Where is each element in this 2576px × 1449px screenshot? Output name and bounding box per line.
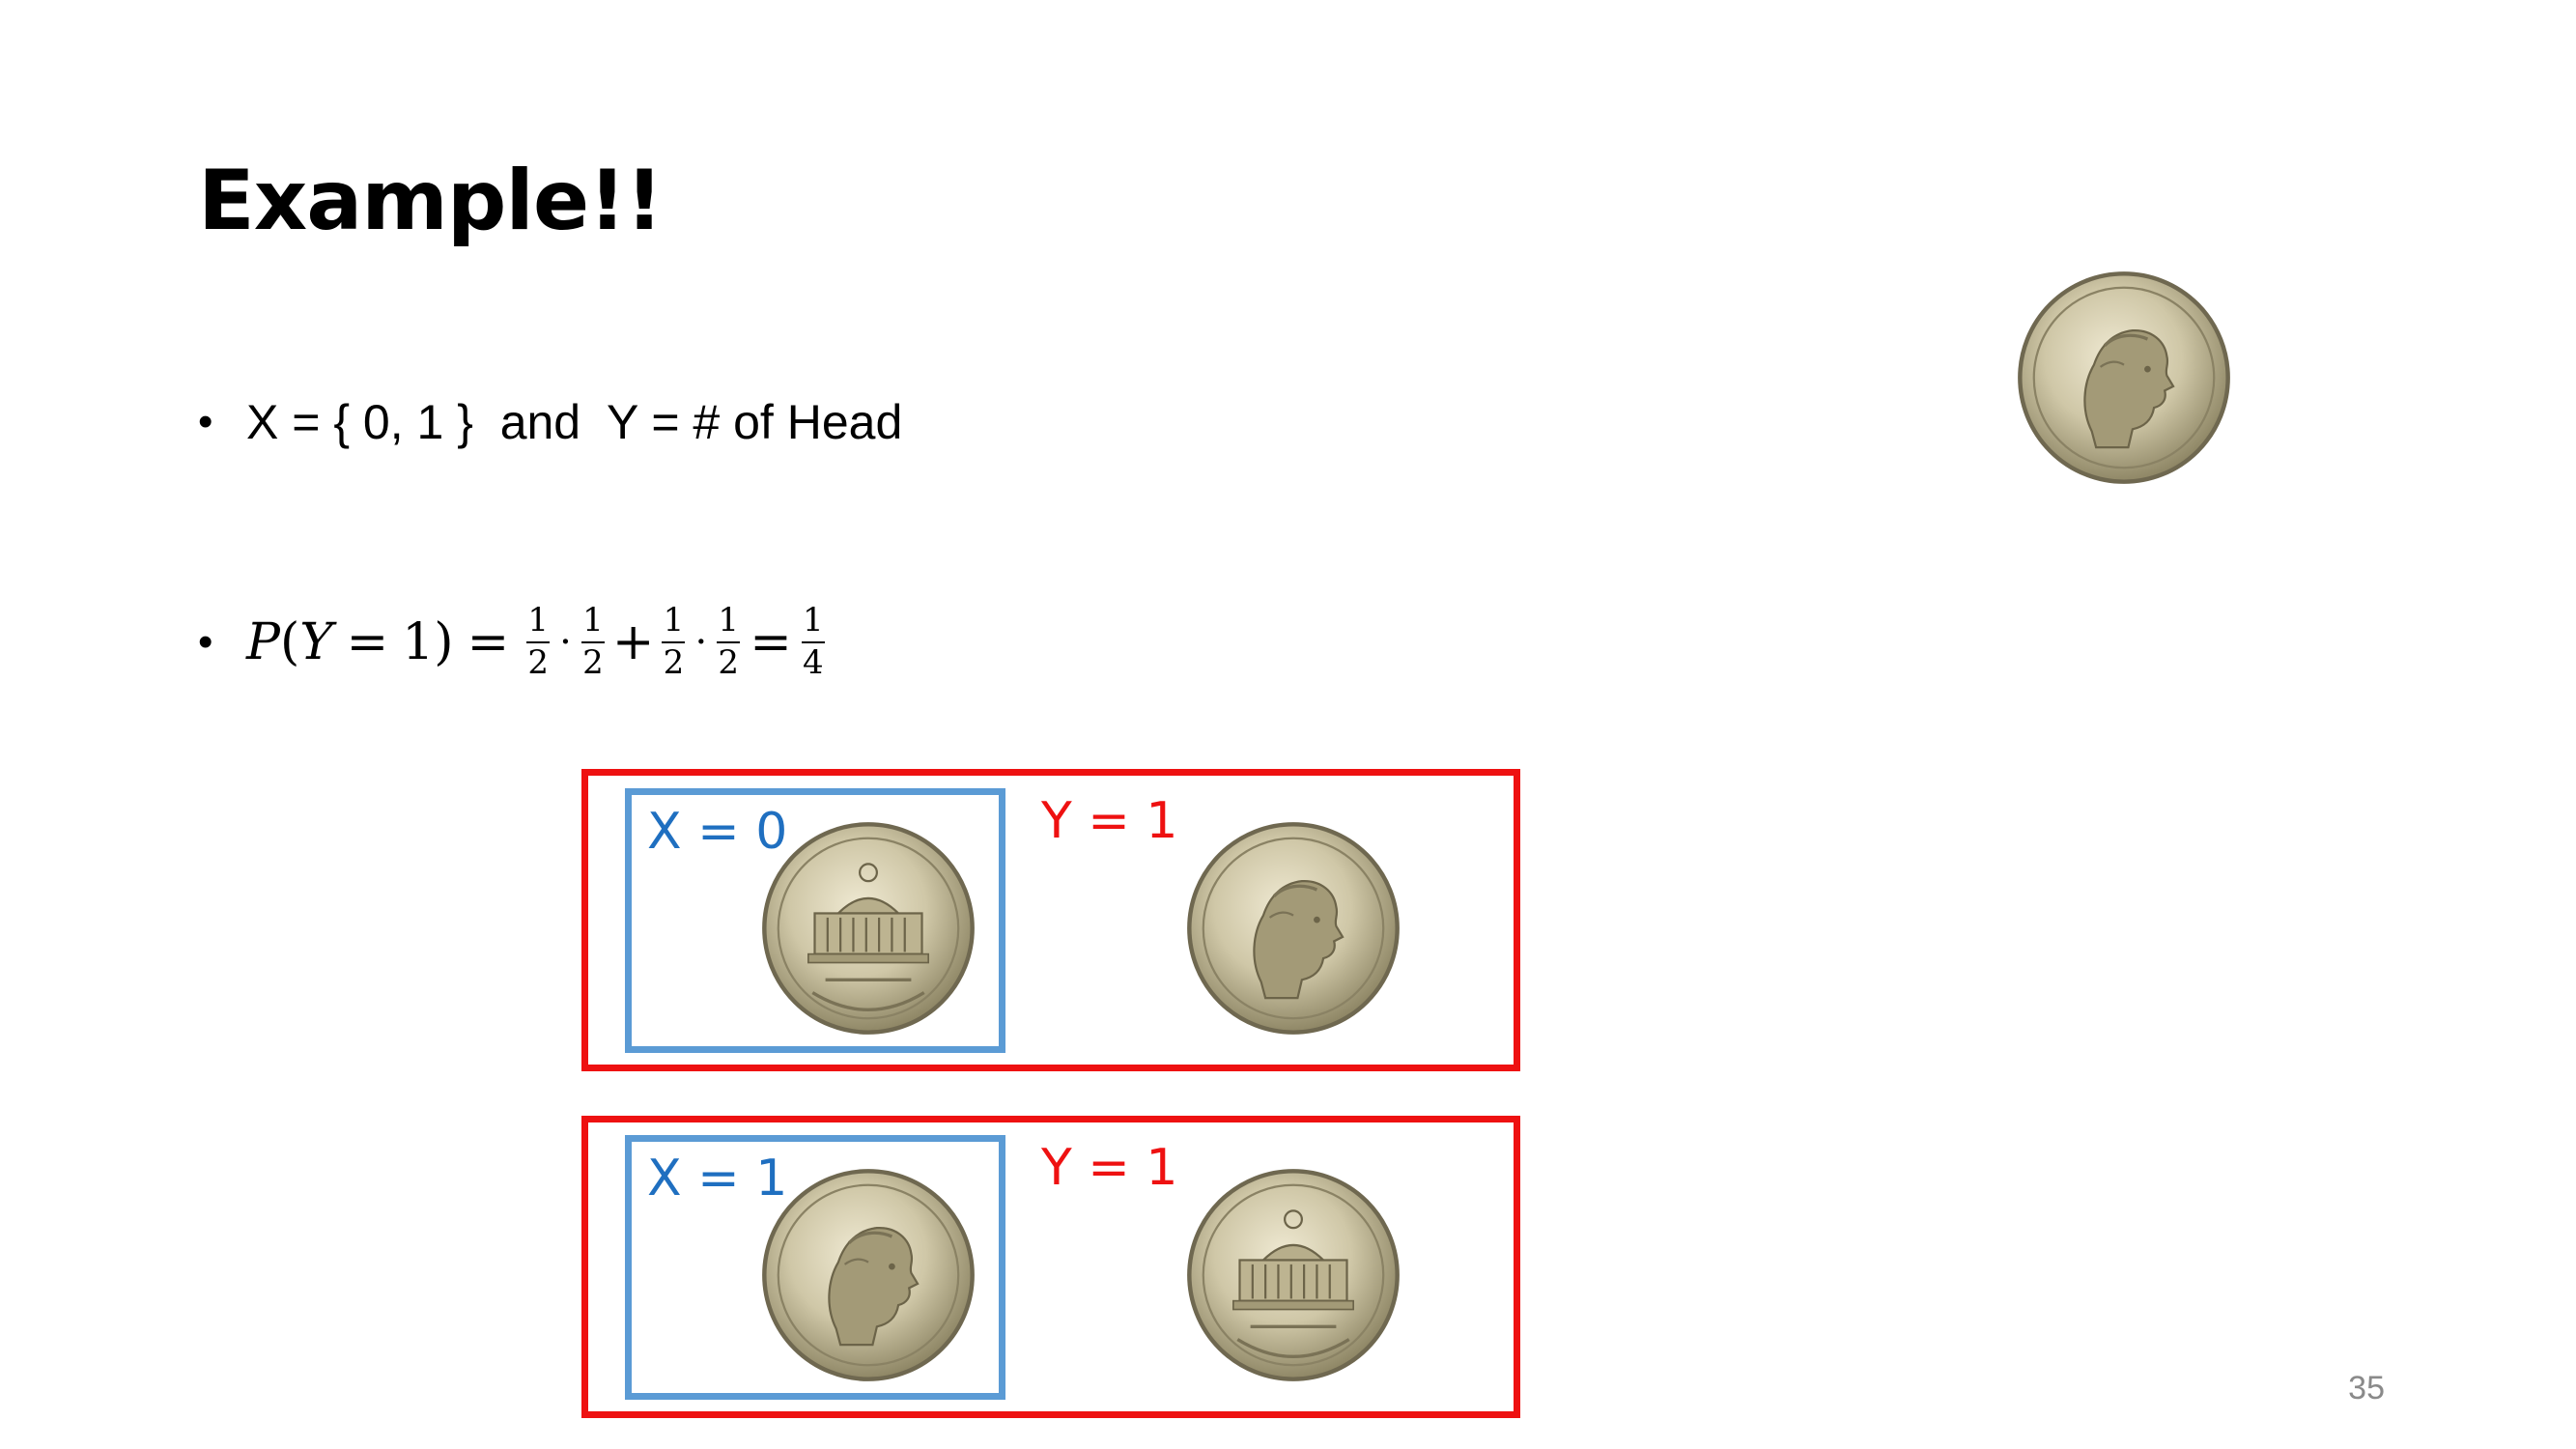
paren-close: ) [434,612,454,671]
page-number: 35 [2348,1370,2385,1406]
paren-open: ( [280,612,300,671]
jefferson-nickel-heads-icon [2017,270,2231,485]
frac-denominator: 2 [718,642,739,682]
bullet-definition: • X = { 0, 1 } and Y = # of Head [198,398,902,446]
x-box-x0 [625,788,1005,1053]
x-label: X = 0 [647,803,788,861]
bullet-marker: • [198,617,213,666]
frac-numerator: 1 [582,601,604,639]
equals: = [467,612,510,671]
slide-title: Example!! [198,153,664,249]
inner-equals: = [346,612,389,671]
frac-numerator: 1 [527,601,549,639]
jefferson-nickel-heads-icon [1186,821,1401,1036]
y-label: Y = 1 [1041,792,1178,850]
jefferson-nickel-heads-icon [761,1168,976,1382]
fraction-half: 1 2 [717,601,741,682]
bullet-marker: • [198,398,213,445]
fraction-half: 1 2 [662,601,686,682]
y-label: Y = 1 [1041,1139,1178,1197]
fraction-half: 1 2 [580,601,605,682]
fraction-half: 1 2 [526,601,551,682]
dot-operator: · [559,619,572,665]
monticello-nickel-tails-icon [761,821,976,1036]
frac-numerator: 1 [718,601,739,639]
dot-operator: · [694,619,708,665]
plus: + [611,612,655,671]
equals: = [750,612,792,671]
var-y: Y [299,612,333,671]
frac-denominator: 4 [802,642,824,682]
frac-denominator: 2 [582,642,604,682]
frac-denominator: 2 [663,642,685,682]
case-box-x1 [581,1116,1520,1418]
bullet-probability: • P ( Y = 1 ) = 1 2 · 1 2 + 1 [198,601,829,682]
prob-func: P [246,612,280,671]
monticello-nickel-tails-icon [1186,1168,1401,1382]
fraction-quarter: 1 4 [801,601,825,682]
x-label: X = 1 [647,1150,788,1208]
frac-numerator: 1 [663,601,685,639]
case-box-x0 [581,769,1520,1071]
probability-equation: P ( Y = 1 ) = 1 2 · 1 2 + 1 2 [246,601,829,682]
x-box-x1 [625,1135,1005,1400]
frac-denominator: 2 [527,642,549,682]
frac-numerator: 1 [802,601,824,639]
bullet-definition-text: X = { 0, 1 } and Y = # of Head [246,395,903,449]
value-one: 1 [402,612,435,671]
